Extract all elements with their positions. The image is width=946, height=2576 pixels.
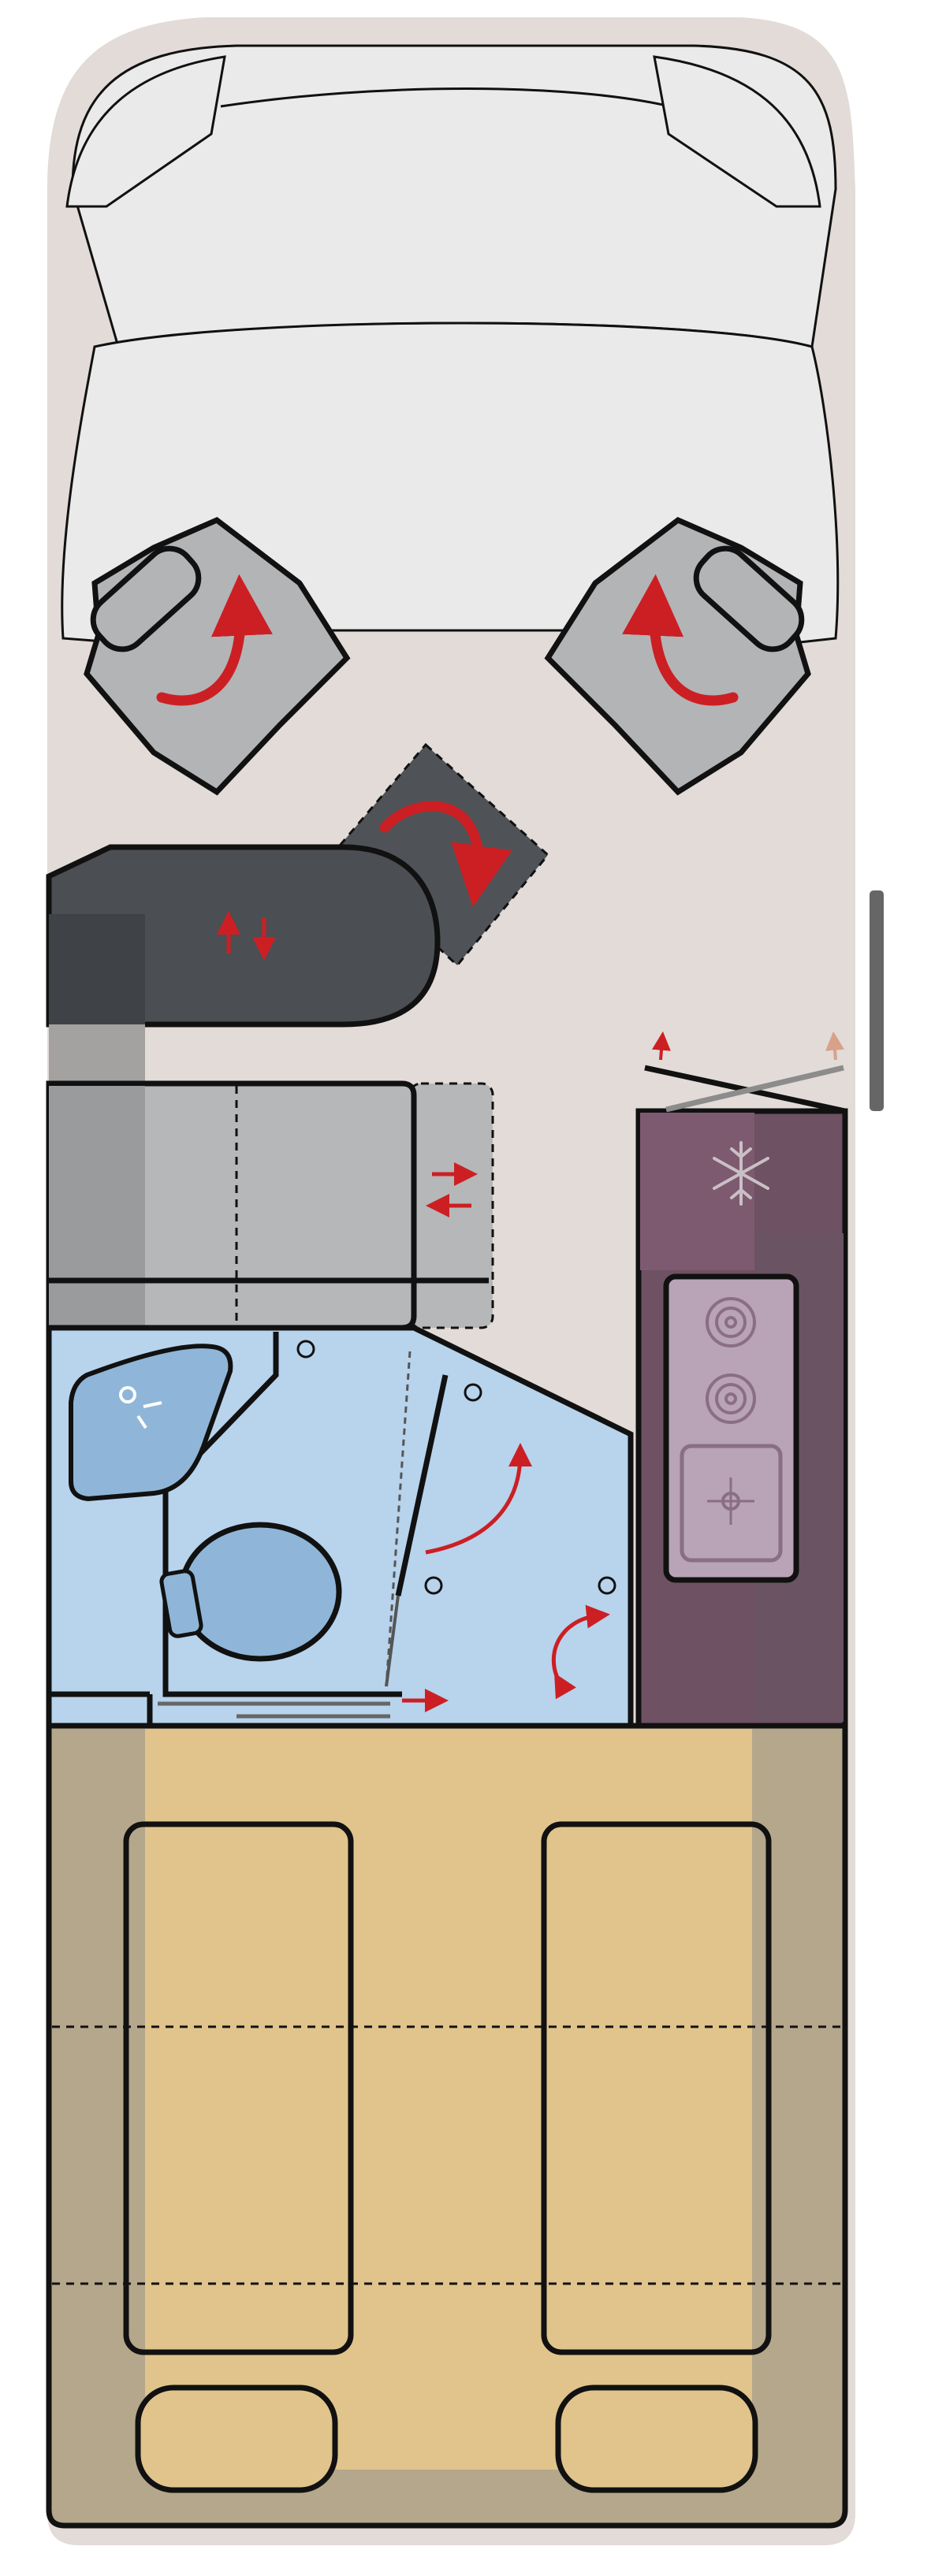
left-mirror bbox=[65, 55, 226, 208]
left-bed-cushion bbox=[123, 1821, 354, 2355]
sofa bbox=[46, 1080, 494, 1331]
dinette-bench bbox=[46, 844, 441, 1028]
sink-icon bbox=[680, 1444, 783, 1563]
swivel-rotation-arrow-icon bbox=[622, 574, 739, 706]
rear-bed-area bbox=[46, 1723, 848, 2529]
extend-arrows-icon bbox=[426, 1162, 478, 1217]
windscreen-line bbox=[220, 87, 671, 108]
gas-burner-icon bbox=[706, 1297, 756, 1347]
entrance-door-marker bbox=[870, 890, 884, 1111]
shower-panel bbox=[395, 1374, 449, 1597]
door-swing-arrow-icon bbox=[551, 1604, 610, 1700]
fixture-hole bbox=[464, 1383, 482, 1402]
washbasin-icon bbox=[119, 1386, 162, 1429]
bathroom bbox=[46, 1325, 634, 1729]
kitchen-highlight bbox=[640, 1113, 754, 1270]
toilet-icon bbox=[159, 1522, 342, 1662]
washbasin bbox=[69, 1344, 233, 1502]
mattress bbox=[145, 1729, 752, 2470]
dinette-table bbox=[333, 742, 550, 968]
fixture-hole bbox=[296, 1340, 315, 1359]
right-seat-armrest bbox=[693, 545, 805, 652]
side-wall-strip bbox=[49, 1024, 145, 1084]
swivel-rotation-arrow-icon bbox=[156, 574, 273, 706]
gas-burner-icon bbox=[706, 1373, 756, 1424]
freezer-snowflake-icon bbox=[713, 1141, 769, 1206]
fixture-hole bbox=[424, 1576, 443, 1595]
door-arrow-icon bbox=[652, 1031, 671, 1061]
left-swivel-seat bbox=[84, 516, 351, 796]
table-rotation-arrow-icon bbox=[379, 801, 512, 908]
slide-arrows-icon bbox=[217, 911, 276, 961]
right-swivel-seat bbox=[544, 516, 811, 796]
kitchen-unit bbox=[635, 1031, 848, 1729]
right-mirror bbox=[653, 55, 821, 208]
left-step-cushion bbox=[135, 2385, 338, 2493]
sofa-shadow bbox=[49, 1086, 145, 1326]
door-slide-line-faded bbox=[665, 1065, 844, 1113]
fixture-hole bbox=[598, 1576, 616, 1595]
right-step-cushion bbox=[555, 2385, 758, 2493]
bench-shadow bbox=[49, 914, 145, 1024]
door-arrow-faded-icon bbox=[825, 1031, 844, 1061]
left-seat-armrest bbox=[90, 545, 202, 652]
right-bed-cushion bbox=[541, 1821, 772, 2355]
door-swing-arrow-icon bbox=[425, 1443, 532, 1555]
